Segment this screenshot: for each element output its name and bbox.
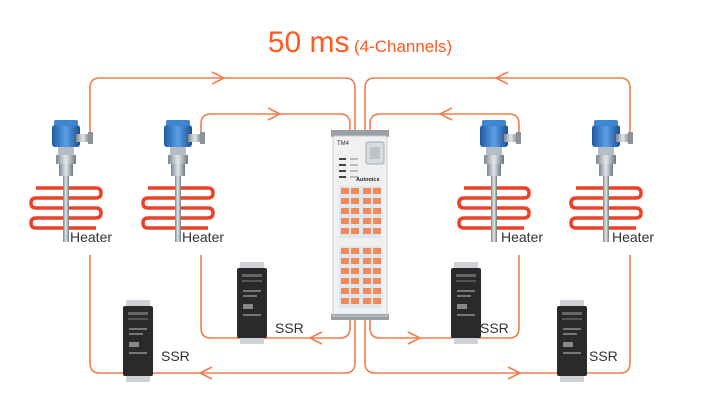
arrow-right-icon [407, 331, 422, 345]
arrow-left-icon [308, 331, 323, 345]
arrow-left-icon [494, 71, 509, 85]
heater-label: Heater [70, 229, 113, 245]
arrow-left-icon [198, 366, 213, 380]
arrow-right-icon [507, 366, 522, 380]
controller-model: TM4 [337, 141, 350, 147]
flow-arrows [198, 71, 522, 380]
diagram-title: 50 ms (4-Channels) [0, 26, 720, 60]
heater-sensor-icon [29, 118, 103, 244]
arrow-left-icon [438, 107, 453, 121]
ssr-module-icon [451, 262, 481, 344]
heater-sensor-icon [457, 118, 531, 244]
ssr-module-icon [123, 300, 153, 382]
heater-sensor-icon [141, 118, 215, 244]
ssr-label: SSR [480, 320, 509, 336]
title-main: 50 ms [267, 26, 350, 59]
ssr-module-icon [557, 300, 587, 382]
heater-label: Heater [182, 229, 225, 245]
ssr-label: SSR [589, 348, 618, 364]
controller-brand: Autonics [356, 177, 380, 183]
heater-label: Heater [612, 229, 655, 245]
arrow-right-icon [267, 107, 282, 121]
heater-sensor-icon [569, 118, 643, 244]
tm4-controller: TM4 Autonics [331, 130, 389, 320]
heater-label: Heater [501, 229, 544, 245]
ssr-module-icon [237, 262, 267, 344]
ssr-label: SSR [161, 348, 190, 364]
arrow-right-icon [211, 71, 226, 85]
ssr-label: SSR [275, 320, 304, 336]
title-sub: (4-Channels) [353, 37, 453, 56]
